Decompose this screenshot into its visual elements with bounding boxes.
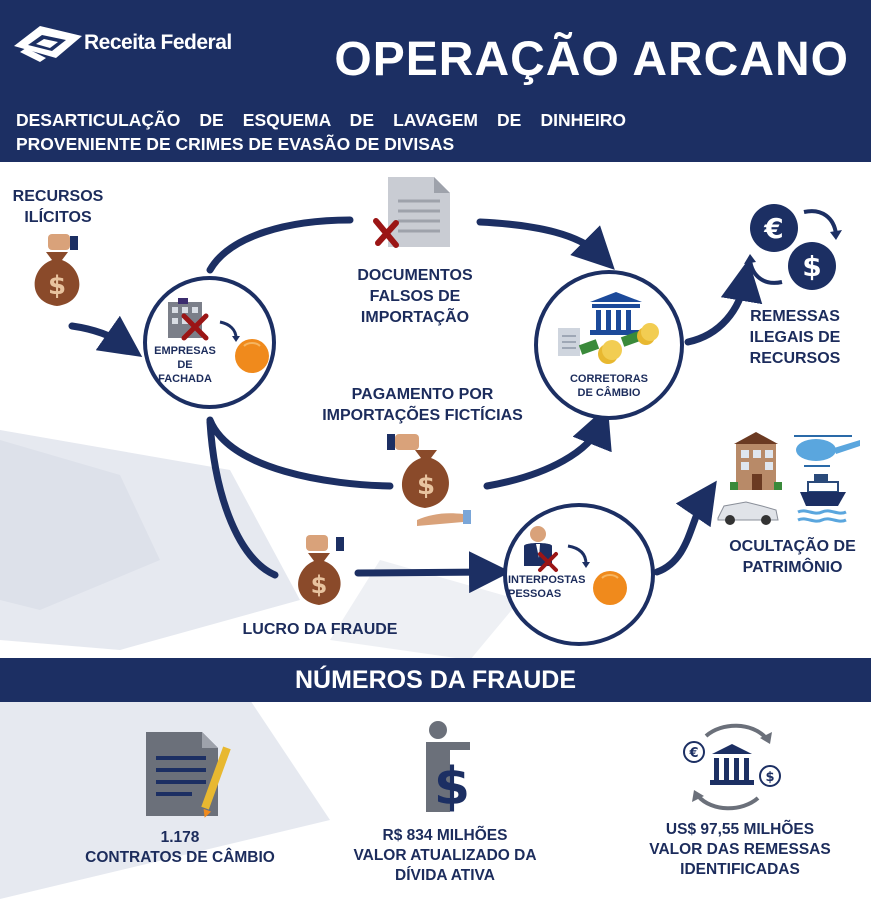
- stat-divida: R$ 834 MILHÕES VALOR ATUALIZADO DA DÍVID…: [330, 826, 560, 886]
- stat-divida-label1: VALOR ATUALIZADO DA: [353, 847, 537, 864]
- node-interpostas-pessoas: [503, 503, 655, 646]
- numbers-band: [0, 658, 871, 702]
- arrow-lucro-to-interpostas: [354, 551, 511, 594]
- page-title: OPERAÇÃO ARCANO: [334, 33, 849, 86]
- arrow-interpostas-to-ocultacao: [653, 480, 717, 576]
- subtitle-line1: DESARTICULAÇÃO DE ESQUEMA DE LAVAGEM DE …: [16, 110, 626, 130]
- house-icon: [730, 432, 782, 490]
- corretoras-label: CORRETORAS DE CÂMBIO: [554, 372, 664, 400]
- arrow-empresas-top: [206, 216, 354, 274]
- money-bag-icon: $: [387, 434, 471, 526]
- label-remessas-line3: RECURSOS: [749, 350, 841, 367]
- label-remessas: REMESSAS ILEGAIS DE RECURSOS: [735, 306, 855, 369]
- label-recursos-line2: ILÍCITOS: [24, 209, 92, 226]
- label-documentos-line2: FALSOS DE: [369, 288, 461, 305]
- label-recursos-ilicitos: RECURSOS ILÍCITOS: [8, 186, 108, 228]
- helicopter-icon: [794, 435, 860, 467]
- label-recursos-line1: RECURSOS: [12, 188, 104, 205]
- empresas-line1: EMPRESAS: [154, 345, 216, 357]
- currency-exchange-icon: € $: [744, 204, 842, 290]
- label-remessas-line2: ILEGAIS DE: [749, 329, 841, 346]
- label-pagamento: PAGAMENTO POR IMPORTAÇÕES FICTÍCIAS: [305, 384, 540, 426]
- contract-pen-icon: [146, 732, 231, 818]
- money-bag-icon: $: [34, 234, 80, 306]
- svg-text:$: $: [765, 770, 774, 785]
- money-bag-icon: $: [298, 535, 344, 605]
- label-ocultacao: OCULTAÇÃO DE PATRIMÔNIO: [720, 536, 865, 578]
- label-lucro-fraude: LUCRO DA FRAUDE: [242, 621, 398, 638]
- label-ocultacao-line1: OCULTAÇÃO DE: [729, 538, 856, 555]
- bank-cycle-icon: € $: [683, 723, 781, 811]
- label-remessas-line1: REMESSAS: [750, 308, 840, 325]
- label-documentos-line1: DOCUMENTOS: [357, 267, 473, 284]
- stat-contratos-label: CONTRATOS DE CÂMBIO: [85, 849, 275, 866]
- ship-icon: [797, 474, 847, 523]
- car-icon: [717, 501, 779, 525]
- dollar-hand-icon: $: [426, 721, 470, 817]
- businessman-icon: [524, 526, 627, 605]
- arrow-empresas-down: [206, 418, 279, 579]
- arrow-empresas-bottom: [206, 416, 394, 490]
- arrow-recursos-to-empresas: [68, 315, 143, 358]
- label-pagamento-line2: IMPORTAÇÕES FICTÍCIAS: [322, 407, 523, 424]
- empresas-line2: DE: [177, 359, 193, 371]
- building-icon: [168, 298, 269, 373]
- label-pagamento-line1: PAGAMENTO POR: [351, 386, 494, 403]
- page-subtitle: DESARTICULAÇÃO DE ESQUEMA DE LAVAGEM DE …: [16, 108, 626, 156]
- svg-text:$: $: [48, 271, 66, 301]
- stat-remessas-label2: IDENTIFICADAS: [680, 861, 800, 878]
- document-icon: [373, 177, 450, 248]
- svg-text:$: $: [311, 571, 328, 599]
- subtitle-line2: PROVENIENTE DE CRIMES DE EVASÃO DE DIVIS…: [16, 134, 455, 154]
- arrow-corretoras-to-remessas: [684, 259, 763, 346]
- svg-text:€: €: [763, 212, 783, 245]
- interpostas-label: INTERPOSTAS PESSOAS: [508, 573, 598, 601]
- stat-contratos-value: 1.178: [160, 829, 200, 846]
- numbers-title: NÚMEROS DA FRAUDE: [294, 666, 577, 694]
- patrimonio-icons: [717, 432, 860, 525]
- arrow-docs-to-corretoras: [476, 218, 615, 270]
- stat-divida-label2: DÍVIDA ATIVA: [395, 867, 495, 884]
- empresas-label: EMPRESAS DE FACHADA: [150, 344, 220, 386]
- stat-remessas: US$ 97,55 MILHÕES VALOR DAS REMESSAS IDE…: [620, 820, 860, 880]
- corretoras-line1: CORRETORAS: [569, 373, 649, 385]
- stat-remessas-value: US$ 97,55 MILHÕES: [665, 821, 815, 838]
- label-documentos-falsos: DOCUMENTOS FALSOS DE IMPORTAÇÃO: [330, 265, 500, 328]
- interpostas-line1: INTERPOSTAS: [508, 574, 586, 586]
- arrow-pagamento-to-corretoras: [483, 405, 612, 490]
- stat-remessas-label1: VALOR DAS REMESSAS: [649, 841, 831, 858]
- svg-text:€: €: [688, 746, 698, 761]
- stat-divida-value: R$ 834 MILHÕES: [382, 827, 508, 844]
- header-banner: [0, 0, 871, 162]
- corretoras-line2: DE CÂMBIO: [577, 387, 641, 399]
- interpostas-line2: PESSOAS: [508, 588, 562, 600]
- svg-text:$: $: [434, 757, 470, 817]
- label-documentos-line3: IMPORTAÇÃO: [360, 309, 470, 326]
- svg-text:$: $: [802, 250, 821, 283]
- flow-arrows: [68, 216, 763, 594]
- stat-contratos: 1.178 CONTRATOS DE CÂMBIO: [60, 828, 300, 868]
- svg-text:$: $: [417, 471, 435, 501]
- empresas-line3: FACHADA: [158, 373, 212, 385]
- receita-logo-icon: [14, 26, 82, 62]
- label-ocultacao-line2: PATRIMÔNIO: [742, 559, 843, 576]
- logo-text: Receita Federal: [84, 31, 232, 54]
- bank-icon: [558, 292, 659, 364]
